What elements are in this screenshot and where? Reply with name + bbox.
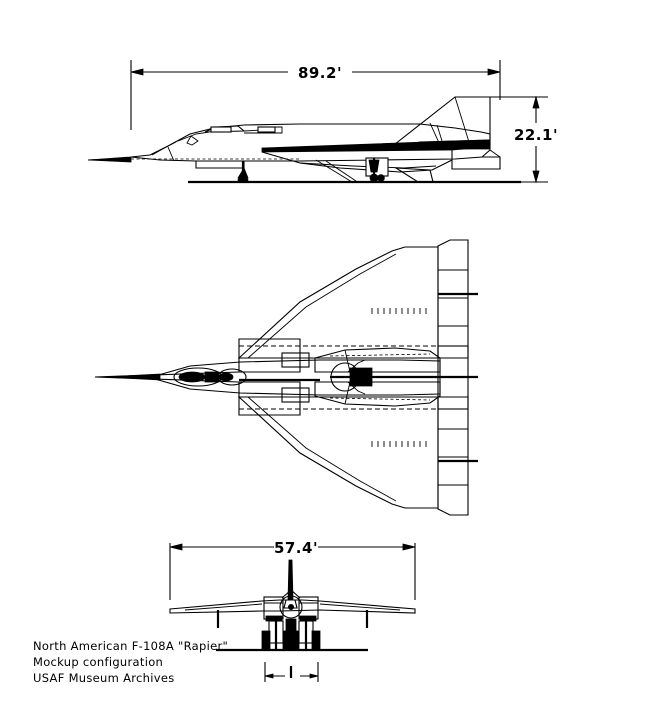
nose-boom-line: [87, 157, 132, 161]
plan-top-view: [94, 239, 478, 516]
canopy-glazing: [210, 126, 232, 133]
front-canopy-peak: [281, 589, 301, 599]
plan-inboard-box-upper: [238, 338, 301, 373]
side-elevation-view: 89.2' 22.1': [87, 60, 558, 184]
dim-arrow-top: [532, 95, 540, 109]
caption-line-3: USAF Museum Archives: [33, 671, 175, 685]
ventral-fin: [393, 167, 434, 183]
dimension-wingspan: 57.4': [169, 539, 416, 600]
engine-exhaust-side: [463, 140, 491, 150]
plan-nacelle-upper-rib: [344, 349, 351, 373]
gear-door-leader-1: [315, 159, 353, 183]
plan-canopy-aft-glass: [218, 372, 234, 382]
dim-arrow-left: [130, 68, 144, 76]
tailcone-edge: [489, 149, 501, 158]
dimension-wingspan-label: 57.4': [274, 539, 318, 557]
main-gear-wheel-front: [369, 173, 379, 183]
vertical-stab-hinge-line: [429, 122, 441, 146]
front-elevation-view: 57.4': [169, 539, 416, 682]
plan-access-panel-upper: [281, 352, 310, 368]
rear-cockpit-glazing: [257, 126, 276, 133]
plan-tip-fence-upper: [437, 345, 469, 378]
dim-arrow-bottom: [532, 170, 540, 184]
plan-leader-upper: [347, 359, 366, 373]
front-wing-dihedral-right: [319, 603, 401, 611]
dim-arrow-right: [487, 68, 501, 76]
plan-nacelle-upper: [314, 347, 441, 373]
front-nacelle-left-lower: [265, 615, 283, 622]
plan-wing-lower: [237, 396, 439, 509]
front-nose-center-dot: [287, 604, 294, 611]
plan-access-panel-lower: [281, 387, 310, 403]
plan-wingtip-outline-lower: [437, 396, 469, 516]
dimension-length-label: 89.2': [298, 64, 342, 82]
caption-block: North American F-108A "Rapier" Mockup co…: [33, 639, 228, 685]
front-nose-gear-strut: [285, 618, 297, 651]
plan-canopy-forward-glass: [178, 371, 206, 383]
plan-wing-upper: [237, 246, 439, 359]
front-wing-dihedral-left: [184, 603, 263, 611]
nose-panel-line-3: [177, 131, 210, 142]
dimension-height-label: 22.1': [514, 126, 558, 144]
plan-wingtip-outline-upper: [437, 239, 469, 359]
plan-leader-lower: [347, 381, 366, 395]
plan-nose-boom-tip: [105, 373, 161, 381]
plan-nacelle-upper-detail: [329, 353, 431, 357]
plan-nacelle-lower: [314, 381, 441, 407]
caption-line-1: North American F-108A "Rapier": [33, 639, 228, 653]
main-gear-oleo: [368, 159, 380, 173]
nose-panel-line-2: [167, 146, 175, 162]
track-arrow-left: [264, 673, 274, 679]
front-landing-gear: [261, 618, 321, 651]
plan-wing-upper-le-inner: [247, 253, 397, 359]
plan-inboard-box-lower: [238, 381, 301, 416]
main-landing-gear-side: [365, 157, 389, 183]
plan-wingtip-panel-upper: [437, 239, 478, 359]
plan-cockpit-divider: [204, 371, 220, 383]
plan-nacelle-lower-detail: [329, 397, 431, 401]
dimension-length: 89.2': [130, 60, 501, 130]
vertical-stab-rib: [454, 96, 470, 143]
front-wheel-outer-left: [261, 630, 271, 651]
front-nacelle-right-lower: [299, 615, 317, 622]
dimension-gear-track: [264, 662, 319, 682]
front-wing-silhouette: [169, 599, 416, 614]
plan-wing-lower-le-inner: [247, 396, 397, 502]
aft-fuselage-lower: [451, 156, 501, 170]
front-vertical-tail: [287, 559, 294, 601]
plan-tip-fence-lower: [437, 376, 469, 410]
plan-trailing-hatch-lower: [371, 441, 427, 447]
nose-panel-line-1: [151, 141, 177, 156]
nose-sensor-window: [186, 135, 199, 146]
plan-wingtip-panel-lower: [437, 396, 478, 516]
track-arrow-right: [309, 673, 319, 679]
vertical-stabilizer: [389, 96, 491, 149]
nose-gear-wheel: [237, 177, 249, 183]
gear-door-leader-2: [325, 160, 357, 182]
front-wheel-outer-right: [311, 630, 321, 651]
vertical-stab-rudder-line: [436, 124, 444, 145]
caption-line-2: Mockup configuration: [33, 655, 163, 669]
wingspan-arrow-right: [402, 543, 416, 551]
wingspan-arrow-left: [169, 543, 183, 551]
plan-nacelle-lower-rib: [344, 381, 351, 405]
plan-trailing-hatch-upper: [371, 308, 427, 314]
forward-intake-box: [195, 161, 245, 169]
main-gear-wheel-rear: [377, 174, 385, 182]
nose-gear-fairing: [237, 167, 249, 179]
front-fuselage-circle: [279, 595, 303, 619]
wing-edge-side: [261, 139, 491, 153]
fuselage-outline-side: [130, 123, 491, 162]
